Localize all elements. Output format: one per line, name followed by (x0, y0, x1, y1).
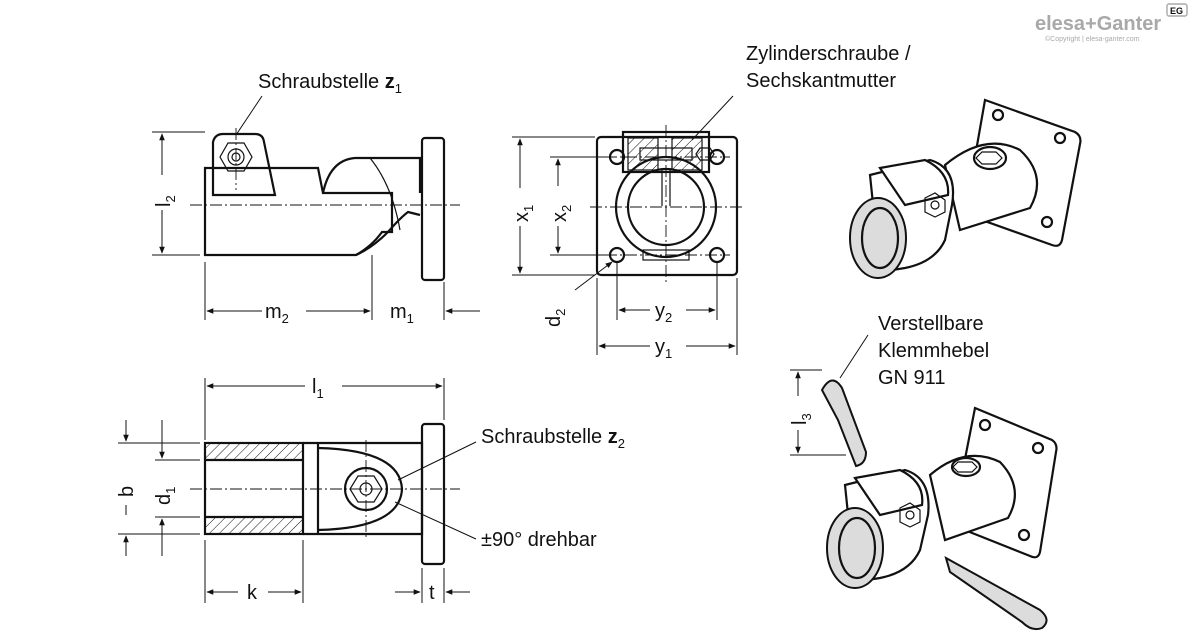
lever-label-line1: Verstellbare (878, 313, 984, 335)
lever-lower (944, 555, 1048, 631)
brand-name: elesa+Ganter (1035, 13, 1161, 35)
dim-l1: l1 (312, 376, 324, 401)
isometric-view-screw (849, 98, 1082, 279)
side-clamp-body (203, 166, 394, 257)
swivel-neck (321, 156, 422, 194)
bore-wall-bottom (204, 516, 304, 535)
iso-bore-2 (826, 507, 884, 589)
svg-text:Schraubstelle z2: Schraubstelle z2 (481, 426, 625, 451)
lever-upper (820, 379, 868, 468)
dim-l2: l2 (153, 195, 178, 207)
dim-k: k (247, 582, 258, 604)
iso-swivel-2 (928, 454, 1016, 542)
dim-m2: m2 (265, 301, 289, 326)
iso-swivel-1 (943, 142, 1039, 232)
callout-z1: Schraubstelle z1 (235, 71, 402, 136)
callout-z2: Schraubstelle z2 (481, 426, 625, 451)
dim-d2: d2 (543, 309, 568, 327)
dim-t: t (429, 582, 435, 604)
bore-wall-top (204, 442, 304, 461)
side-view (152, 128, 480, 320)
lever-leader (839, 334, 869, 379)
svg-text:Schraubstelle z1: Schraubstelle z1 (258, 71, 402, 96)
eg-badge-frame (1166, 3, 1188, 17)
z2-leader (397, 441, 477, 481)
top-flange (420, 422, 446, 566)
dim-d1: d1 (153, 487, 178, 505)
rotation-leader (394, 501, 477, 540)
top-clamp-body (303, 441, 424, 536)
dim-l3: l3 (789, 413, 814, 425)
lever-label-line2: Klemmhebel (878, 340, 989, 362)
iso-bore-1 (849, 197, 907, 279)
screw-leader (691, 95, 734, 141)
eg-badge: EG (1170, 6, 1183, 16)
top-view (118, 378, 477, 603)
rotation-label: ±90° drehbar (481, 529, 597, 551)
brand-logo: elesa+Ganter EG ©Copyright | elesa-gante… (1035, 3, 1188, 43)
dim-b: b (116, 486, 138, 497)
lever-label-line3: GN 911 (878, 367, 945, 389)
copyright-note: ©Copyright | elesa-ganter.com (1045, 35, 1140, 43)
hex-nut-z1 (219, 142, 253, 172)
screw-label-line2: Sechskantmutter (746, 70, 896, 92)
dim-x1: x1 (511, 205, 536, 222)
side-flange (420, 136, 446, 282)
dim-y1: y1 (655, 336, 672, 361)
isometric-view-lever (790, 334, 1058, 631)
dim-m1: m1 (390, 301, 414, 326)
dim-y2: y2 (655, 300, 672, 325)
screw-boss-z1 (211, 132, 277, 197)
screw-label-line1: Zylinderschraube / (746, 43, 911, 65)
front-flange-plate (595, 135, 739, 277)
dim-x2: x2 (549, 205, 574, 222)
front-view (512, 95, 745, 355)
